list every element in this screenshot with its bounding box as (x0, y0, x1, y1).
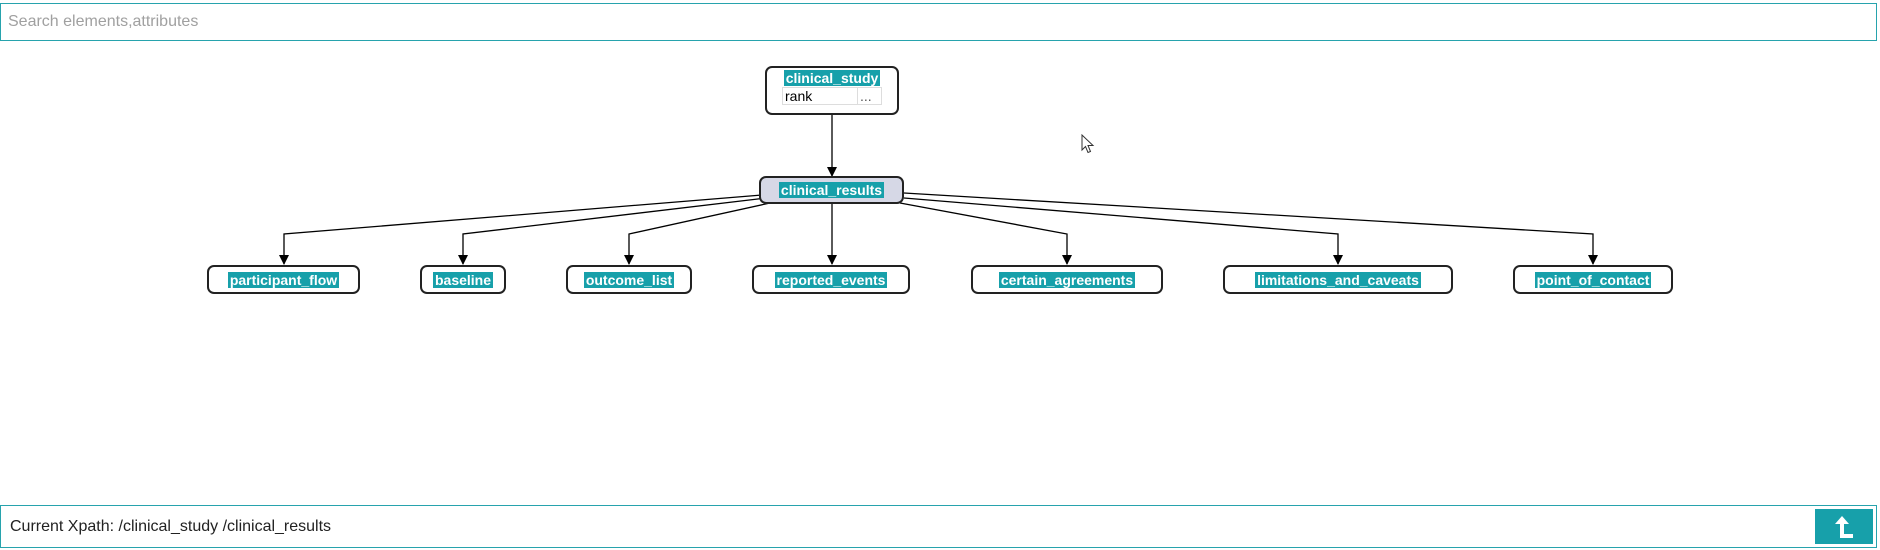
xpath-path: /clinical_study /clinical_results (118, 517, 332, 535)
edge-to-participant-flow (279, 194, 763, 265)
node-label: clinical_study (783, 70, 881, 86)
tree-node-outcome-list[interactable]: outcome_list (566, 265, 692, 294)
attribute-value: ... (857, 88, 881, 104)
tree-node-clinical-results[interactable]: clinical_results (759, 176, 904, 204)
node-label: baseline (432, 271, 494, 288)
tree-node-limitations-and-caveats[interactable]: limitations_and_caveats (1223, 265, 1453, 294)
edge-to-outcome-list (624, 202, 771, 265)
search-bar (0, 3, 1877, 41)
xpath-bar: Current Xpath: /clinical_study /clinical… (0, 505, 1877, 548)
tree-node-certain-agreements[interactable]: certain_agreements (971, 265, 1163, 294)
tree-node-baseline[interactable]: baseline (420, 265, 506, 294)
arrow-up-icon (1835, 515, 1853, 538)
search-input[interactable] (1, 4, 1876, 40)
node-label: outcome_list (583, 271, 675, 288)
node-label: clinical_results (778, 182, 885, 198)
tree-node-participant-flow[interactable]: participant_flow (207, 265, 360, 294)
node-label: certain_agreements (998, 271, 1136, 288)
node-label: participant_flow (227, 271, 340, 288)
mouse-pointer-icon (1081, 134, 1095, 154)
tree-node-reported-events[interactable]: reported_events (752, 265, 910, 294)
current-xpath: Current Xpath: /clinical_study /clinical… (1, 518, 331, 536)
edge-to-point-of-contact (903, 192, 1598, 265)
navigate-up-button[interactable] (1815, 509, 1873, 544)
edge-to-certain-agreements (899, 202, 1072, 265)
node-label: limitations_and_caveats (1255, 271, 1421, 288)
edge-to-limitations (903, 197, 1343, 265)
tree-node-clinical-study[interactable]: clinical_study rank ... (765, 66, 899, 115)
node-label: point_of_contact (1534, 271, 1652, 288)
attribute-row-rank[interactable]: rank ... (782, 87, 882, 105)
attribute-name: rank (785, 88, 813, 104)
tree-node-point-of-contact[interactable]: point_of_contact (1513, 265, 1673, 294)
node-label: reported_events (774, 271, 888, 288)
edge-to-baseline (458, 197, 767, 265)
xpath-label: Current Xpath: (10, 517, 115, 535)
